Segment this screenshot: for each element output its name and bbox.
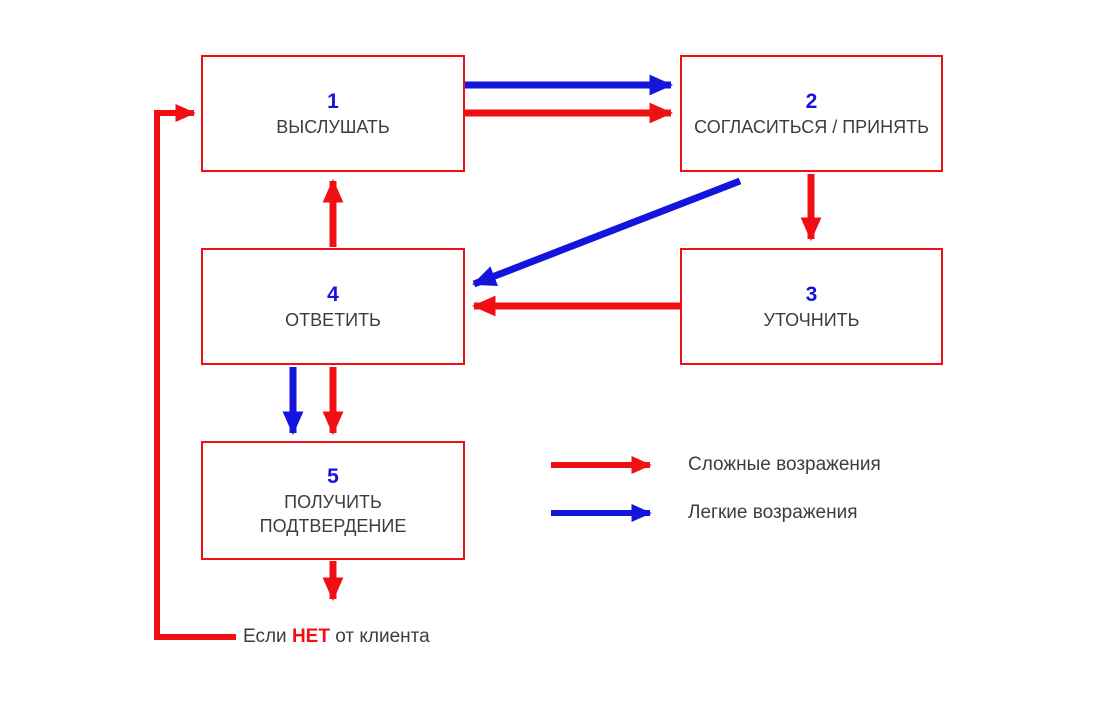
box-2-label: СОГЛАСИТЬСЯ / ПРИНЯТЬ xyxy=(694,116,929,137)
footer-note-highlight: НЕТ xyxy=(291,626,330,647)
legend-label-complex-objections: Сложные возражения xyxy=(688,454,881,475)
box-5-confirm: 5 ПОЛУЧИТЬ ПОДТВЕРДЕНИЕ xyxy=(201,441,465,560)
box-3-clarify: 3 УТОЧНИТЬ xyxy=(680,248,943,365)
box-2-agree: 2 СОГЛАСИТЬСЯ / ПРИНЯТЬ xyxy=(680,55,943,172)
box-4-number: 4 xyxy=(327,282,339,306)
box-2-number: 2 xyxy=(805,89,818,113)
box-5-number: 5 xyxy=(327,464,339,488)
box-3-label: УТОЧНИТЬ xyxy=(763,309,860,330)
box-5-label: ПОЛУЧИТЬ ПОДТВЕРДЕНИЕ xyxy=(259,492,407,536)
legend-label-easy-objections: Легкие возражения xyxy=(688,502,858,523)
footer-note-suffix: от клиента xyxy=(329,626,430,647)
box-1-label: ВЫСЛУШАТЬ xyxy=(276,116,390,137)
box-1-listen: 1 ВЫСЛУШАТЬ xyxy=(201,55,465,172)
box-3-number: 3 xyxy=(805,282,818,306)
footer-note-prefix: Если xyxy=(243,626,292,647)
box-4-label: ОТВЕТИТЬ xyxy=(285,309,381,330)
box-1-number: 1 xyxy=(327,89,339,113)
footer-note: Если НЕТ от клиента xyxy=(243,626,430,648)
box-4-answer: 4 ОТВЕТИТЬ xyxy=(201,248,465,365)
